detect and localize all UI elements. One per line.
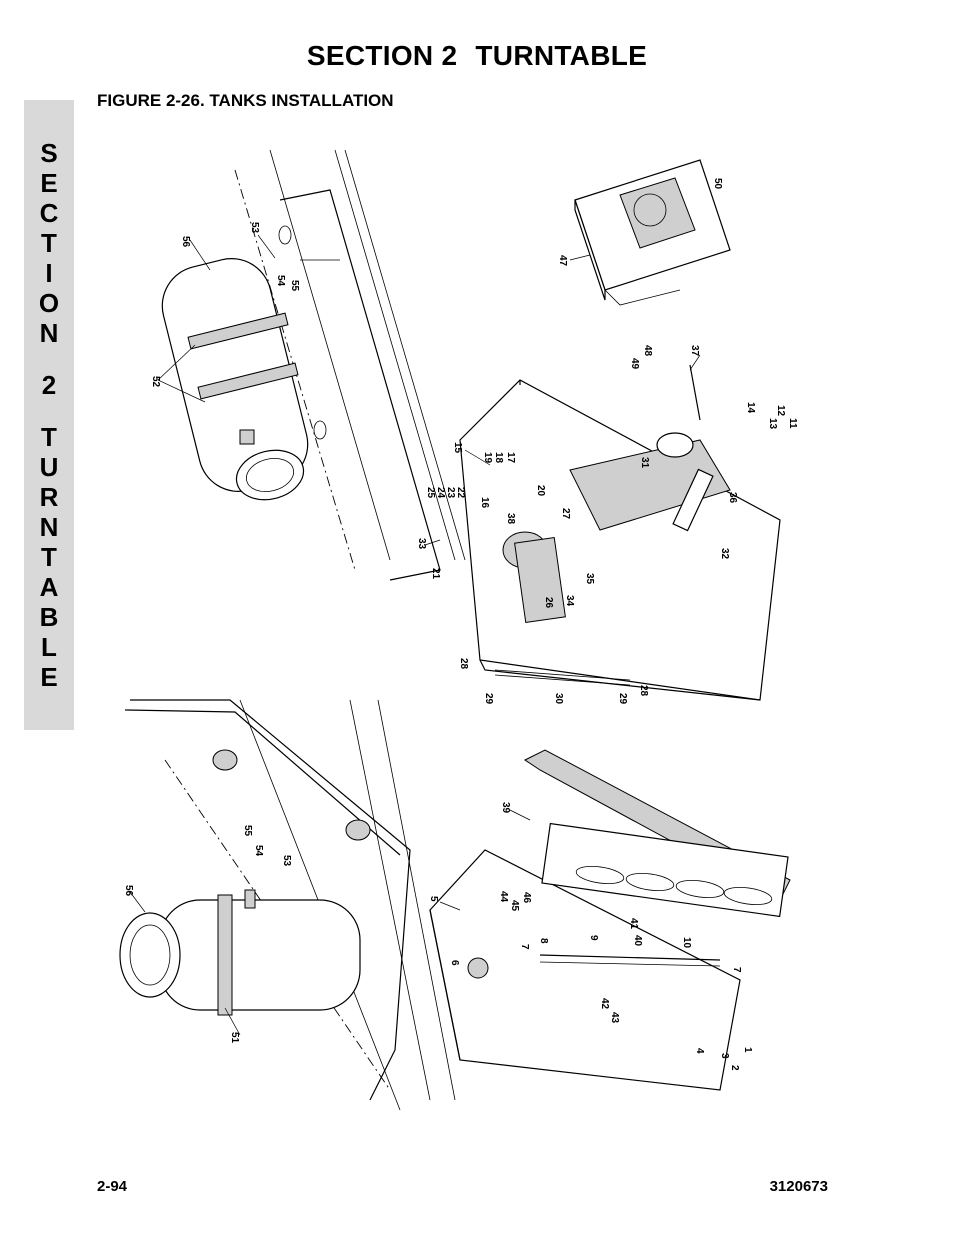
side-tab-letter: T xyxy=(41,542,57,572)
section-label: SECTION 2 xyxy=(306,40,458,71)
callout-7-left: 7 xyxy=(519,944,530,950)
side-tab-letter: O xyxy=(38,288,60,318)
callout-39: 39 xyxy=(500,802,511,814)
side-tab-letter: T xyxy=(41,228,57,258)
callout-51: 51 xyxy=(229,1032,240,1044)
callout-1: 1 xyxy=(742,1047,753,1053)
callout-7-right: 7 xyxy=(731,967,742,973)
callout-43: 43 xyxy=(609,1012,620,1024)
callout-56-upper: 56 xyxy=(180,236,191,248)
side-tab-letter: R xyxy=(39,482,59,512)
callout-37: 37 xyxy=(689,345,700,357)
callout-4: 4 xyxy=(694,1048,705,1054)
callout-52: 52 xyxy=(150,376,161,388)
callout-49: 49 xyxy=(629,358,640,370)
callout-15: 15 xyxy=(452,442,463,454)
leader-lines xyxy=(129,234,701,1036)
callout-27: 27 xyxy=(560,508,571,520)
side-tab-letter: N xyxy=(39,512,59,542)
callout-11: 11 xyxy=(787,418,798,429)
callout-30: 30 xyxy=(553,693,564,705)
callout-14: 14 xyxy=(745,402,756,414)
callout-47: 47 xyxy=(557,255,568,267)
callout-50: 50 xyxy=(712,178,723,190)
side-tab-letter: E xyxy=(40,168,58,198)
callout-54-upper: 54 xyxy=(275,275,286,287)
callout-48: 48 xyxy=(642,345,653,357)
hydraulic-tank xyxy=(459,364,781,701)
callout-28-right: 28 xyxy=(638,685,649,697)
callout-3: 3 xyxy=(719,1053,730,1059)
section-name: TURNTABLE xyxy=(475,40,648,71)
canister-lower xyxy=(119,889,361,1016)
callout-13: 13 xyxy=(767,418,778,430)
callout-29-right: 29 xyxy=(617,693,628,705)
tanks-installation-drawing: 56 53 54 55 52 47 50 49 48 37 14 13 12 1… xyxy=(119,149,798,1111)
callout-29-left: 29 xyxy=(483,693,494,705)
side-tab-letter: 2 xyxy=(41,370,57,400)
callout-12: 12 xyxy=(775,405,786,417)
callout-53-lower: 53 xyxy=(281,855,292,867)
callout-35: 35 xyxy=(584,573,595,585)
side-tab-letter: C xyxy=(39,198,59,228)
callout-28-left: 28 xyxy=(458,658,469,670)
callout-44: 44 xyxy=(498,891,509,903)
callout-9: 9 xyxy=(588,935,599,941)
side-tab-letter: T xyxy=(41,422,57,452)
callout-53-upper: 53 xyxy=(249,222,260,234)
document-number: 3120673 xyxy=(769,1178,828,1195)
side-tab-letter: N xyxy=(39,318,59,348)
callout-25: 25 xyxy=(425,487,436,499)
callout-55-lower: 55 xyxy=(242,825,253,837)
callout-20: 20 xyxy=(535,485,546,497)
callout-19: 19 xyxy=(482,452,493,464)
callout-38: 38 xyxy=(505,513,516,525)
side-tab-letter: L xyxy=(41,632,57,662)
figure-caption: FIGURE 2-26. TANKS INSTALLATION xyxy=(97,91,394,110)
callout-46: 46 xyxy=(521,892,532,904)
section-title: SECTION 2 TURNTABLE xyxy=(0,40,954,72)
callout-40: 40 xyxy=(632,935,643,947)
upper-mounting-plate xyxy=(234,149,466,581)
side-tab-letter: U xyxy=(39,452,59,482)
callout-54-lower: 54 xyxy=(253,845,264,857)
callout-45: 45 xyxy=(509,900,520,912)
fuel-tank xyxy=(429,749,791,1091)
side-tab-letter: E xyxy=(40,662,58,692)
callout-36: 36 xyxy=(727,492,738,504)
callout-32: 32 xyxy=(719,548,730,560)
callout-56-lower: 56 xyxy=(123,885,134,897)
callout-17: 17 xyxy=(505,452,516,464)
callout-41: 41 xyxy=(628,918,639,930)
callout-33: 33 xyxy=(416,538,427,550)
callout-34: 34 xyxy=(564,595,575,607)
callout-6: 6 xyxy=(449,960,460,966)
callout-5: 5 xyxy=(428,896,439,902)
callout-24: 24 xyxy=(435,487,446,499)
lower-mounting-plate xyxy=(124,699,456,1111)
canister-upper xyxy=(161,257,309,501)
page-number: 2-94 xyxy=(97,1178,128,1195)
callout-21: 21 xyxy=(430,568,441,580)
side-tab-letter: B xyxy=(39,602,59,632)
callout-55-upper: 55 xyxy=(289,280,300,292)
callout-8: 8 xyxy=(538,938,549,944)
callout-31: 31 xyxy=(639,457,650,469)
side-tab-letter: A xyxy=(39,572,59,602)
callout-22: 22 xyxy=(455,487,466,499)
callout-23: 23 xyxy=(445,487,456,499)
callout-2: 2 xyxy=(729,1065,740,1071)
callout-10: 10 xyxy=(681,937,692,949)
callout-16: 16 xyxy=(479,497,490,509)
callout-18: 18 xyxy=(493,452,504,464)
callouts: 56 53 54 55 52 47 50 49 48 37 14 13 12 1… xyxy=(123,178,798,1071)
callout-26: 26 xyxy=(543,597,554,609)
side-tab-letter: I xyxy=(45,258,53,288)
battery-box xyxy=(574,159,731,306)
side-tab-letter: S xyxy=(40,138,58,168)
callout-42: 42 xyxy=(599,998,610,1010)
